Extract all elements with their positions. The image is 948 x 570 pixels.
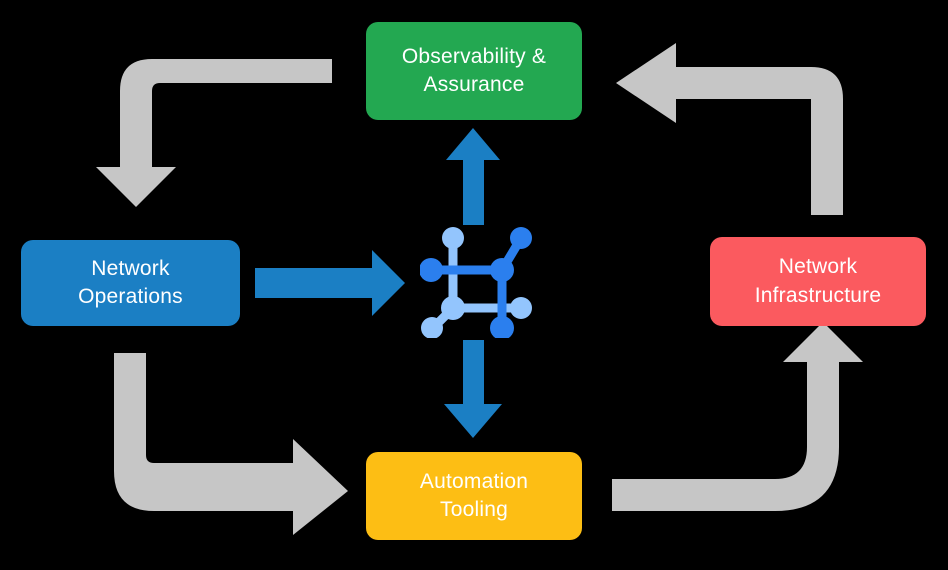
node-box-observability[interactable]: Observability & Assurance	[366, 22, 582, 120]
node-box-automation-tooling[interactable]: Automation Tooling	[366, 452, 582, 540]
connector-hub-to-observability	[446, 128, 500, 225]
connector-automation-to-infrastructure	[612, 322, 863, 511]
connector-operations-to-automation	[114, 353, 348, 535]
network-topology-icon	[420, 227, 532, 338]
node-box-network-operations[interactable]: Network Operations	[21, 240, 240, 326]
connector-infrastructure-to-observability	[616, 43, 843, 215]
connector-observability-to-operations	[96, 59, 332, 207]
node-box-network-infrastructure[interactable]: Network Infrastructure	[710, 237, 926, 326]
connector-hub-to-automation	[444, 340, 502, 438]
connector-operations-to-hub	[255, 250, 405, 316]
